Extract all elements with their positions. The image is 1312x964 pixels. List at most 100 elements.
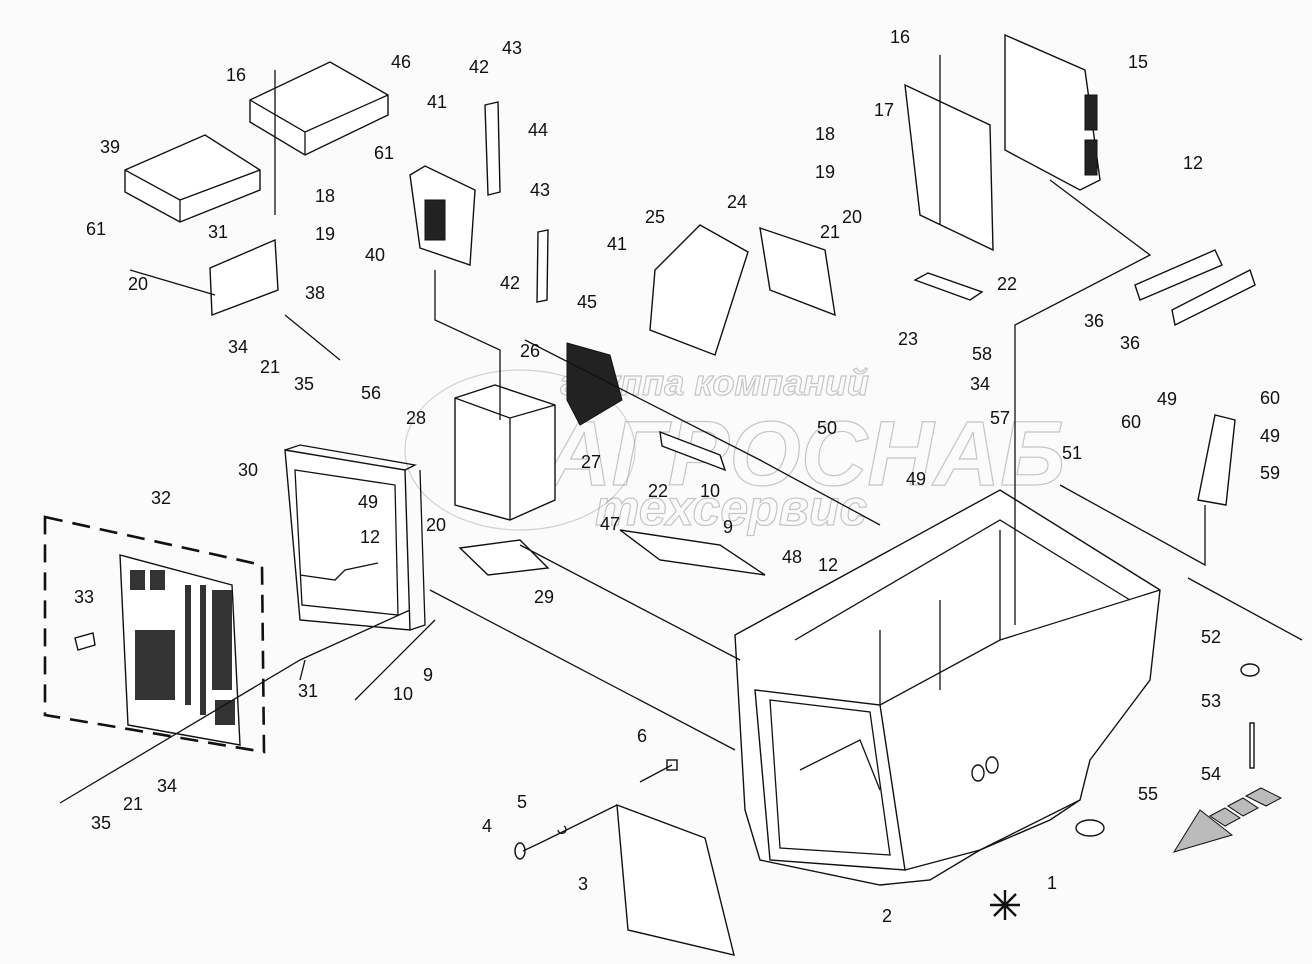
bracket-45 (536, 229, 549, 303)
connector-b (1084, 139, 1098, 176)
callout-48: 48 (782, 547, 802, 567)
callout-44: 44 (528, 120, 548, 140)
callout-22: 22 (997, 274, 1017, 294)
callout-27: 27 (581, 452, 601, 472)
callout-29: 29 (534, 587, 554, 607)
callout-16: 16 (226, 65, 246, 85)
heatsink-26 (566, 342, 623, 426)
callout-52: 52 (1201, 627, 1221, 647)
module-39 (124, 134, 261, 223)
pad-29 (458, 539, 550, 576)
connector-a (1084, 94, 1098, 131)
pad-22 (659, 430, 727, 472)
callout-54: 54 (1201, 764, 1221, 784)
frame (284, 444, 426, 631)
callout-10: 10 (393, 684, 413, 704)
bracket-25 (649, 224, 749, 356)
callout-51: 51 (1062, 443, 1082, 463)
callout-34: 34 (228, 337, 248, 357)
callout-31: 31 (208, 222, 228, 242)
callout-59: 59 (1260, 463, 1280, 483)
callout-38: 38 (305, 283, 325, 303)
callout-30: 30 (238, 460, 258, 480)
callout-35: 35 (91, 813, 111, 833)
callout-61: 61 (374, 143, 394, 163)
callout-21: 21 (260, 357, 280, 377)
callout-61: 61 (86, 219, 106, 239)
callout-42: 42 (500, 273, 520, 293)
ecu-15 (1004, 33, 1101, 191)
pcb-assembly (43, 515, 266, 754)
callout-57: 57 (990, 408, 1010, 428)
callout-53: 53 (1201, 691, 1221, 711)
callout-35: 35 (294, 374, 314, 394)
callout-60: 60 (1260, 388, 1280, 408)
grommet-55 (1075, 819, 1105, 837)
bracket-59 (1197, 414, 1236, 506)
callout-12: 12 (818, 555, 838, 575)
callout-46: 46 (391, 52, 411, 72)
callout-31: 31 (298, 681, 318, 701)
terminal-block-36a (1134, 249, 1223, 301)
callout-15: 15 (1128, 52, 1148, 72)
callout-28: 28 (406, 408, 426, 428)
callout-49: 49 (1157, 389, 1177, 409)
box-28 (454, 384, 556, 521)
callouts: 1 2 3 4 5 6 9 9 10 10 12 12 12 15 16 16 … (74, 27, 1280, 926)
callout-5: 5 (517, 792, 527, 812)
callout-36: 36 (1120, 333, 1140, 353)
callout-3: 3 (578, 874, 588, 894)
callout-22: 22 (648, 481, 668, 501)
callout-34: 34 (157, 776, 177, 796)
callout-18: 18 (815, 124, 835, 144)
callout-33: 33 (74, 587, 94, 607)
callout-1: 1 (1047, 873, 1057, 893)
asterisk-icon (990, 890, 1020, 920)
callout-9: 9 (423, 665, 433, 685)
callout-4: 4 (482, 816, 492, 836)
assembly-lines (59, 55, 1206, 804)
callout-20: 20 (128, 274, 148, 294)
bracket-44 (484, 101, 501, 196)
callout-43: 43 (502, 38, 522, 58)
callout-25: 25 (645, 207, 665, 227)
watermark-line2: АГРОСНАБ (543, 403, 1065, 505)
callout-43: 43 (530, 180, 550, 200)
callout-19: 19 (315, 224, 335, 244)
watermark-logo (404, 369, 636, 531)
callout-39: 39 (100, 137, 120, 157)
plate-47 (619, 529, 766, 576)
module-40-label (424, 199, 446, 241)
callout-18: 18 (315, 186, 335, 206)
callout-40: 40 (365, 245, 385, 265)
callout-16: 16 (890, 27, 910, 47)
callout-49: 49 (906, 469, 926, 489)
callout-50: 50 (817, 418, 837, 438)
callout-12: 12 (360, 527, 380, 547)
callout-20: 20 (426, 515, 446, 535)
callout-60: 60 (1121, 412, 1141, 432)
terminal-block-36b (1171, 269, 1256, 327)
module-24 (759, 226, 836, 317)
callout-41: 41 (607, 234, 627, 254)
board-38 (209, 238, 279, 316)
cable-tie-52 (1187, 577, 1303, 641)
callout-24: 24 (727, 192, 747, 212)
callout-21: 21 (820, 222, 840, 242)
fasteners-cover (514, 759, 678, 860)
callout-34: 34 (970, 374, 990, 394)
callout-41: 41 (427, 92, 447, 112)
rod-54 (1249, 722, 1255, 769)
callout-36: 36 (1084, 311, 1104, 331)
main-housing (734, 489, 1161, 886)
callout-56: 56 (361, 383, 381, 403)
callout-17: 17 (874, 100, 894, 120)
callout-12: 12 (1183, 153, 1203, 173)
bracket-17 (904, 83, 994, 252)
module-46 (249, 61, 389, 156)
callout-20: 20 (842, 207, 862, 227)
callout-23: 23 (898, 329, 918, 349)
callout-26: 26 (520, 341, 540, 361)
